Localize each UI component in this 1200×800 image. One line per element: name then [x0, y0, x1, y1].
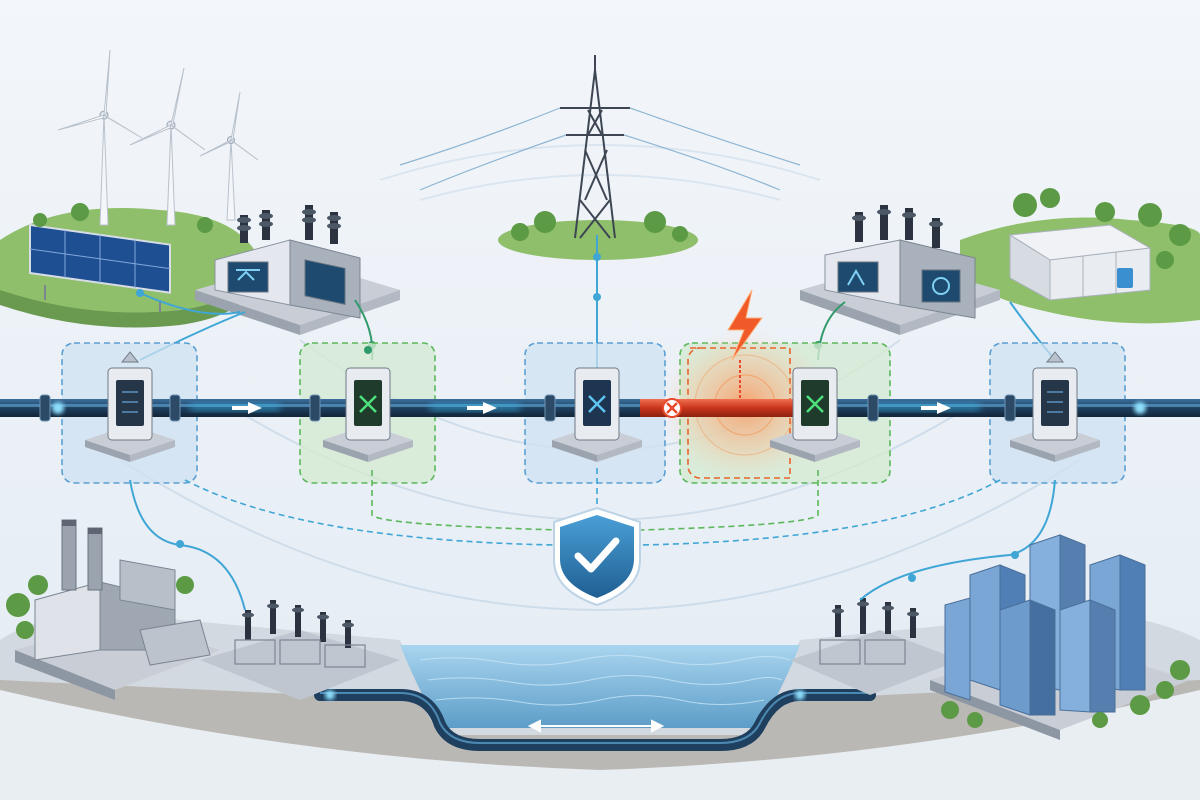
industrial-plant [6, 519, 220, 700]
arrow-right-icon [937, 402, 951, 414]
feed-line-right-load [859, 479, 1056, 601]
breaker-2 [323, 346, 413, 462]
shield-check-icon [553, 506, 641, 607]
converter-station-right [800, 205, 1000, 335]
breaker-4 [770, 367, 860, 462]
feed-lines [136, 235, 1056, 372]
ac-dc-symbol-icon [227, 261, 269, 293]
transmission-tower [560, 55, 630, 239]
wind-turbines [57, 49, 259, 226]
solar-farm [29, 223, 171, 312]
substation-left [200, 600, 400, 700]
city-district [930, 534, 1190, 740]
wind-turbine [199, 91, 259, 221]
trees-left [33, 203, 213, 233]
node-dot [176, 540, 184, 548]
flow-arrows [248, 402, 951, 414]
power-lines [399, 107, 801, 191]
node-dot [1011, 551, 1019, 559]
bidirectional-arrow-icon [527, 719, 665, 733]
x-marker-icon [662, 398, 682, 418]
wind-turbine [129, 67, 206, 226]
breaker-3 [552, 367, 642, 462]
subsea-cable [314, 689, 876, 751]
breaker-5 [1010, 351, 1100, 462]
node-dot [908, 574, 916, 582]
dc-ac-symbol-icon [837, 261, 879, 293]
battery-icon [1117, 268, 1133, 288]
breaker-devices [85, 346, 1100, 462]
lightning-bolt-icon [727, 289, 763, 398]
battery-storage [1008, 224, 1152, 301]
substation-right [790, 598, 960, 695]
breaker-1 [85, 351, 175, 462]
arrow-right-icon [483, 402, 497, 414]
converter-station-left [195, 205, 400, 335]
arrow-right-icon [248, 402, 262, 414]
wind-turbine [57, 49, 143, 226]
water-channel [400, 645, 800, 728]
signal-lines [184, 468, 1001, 546]
